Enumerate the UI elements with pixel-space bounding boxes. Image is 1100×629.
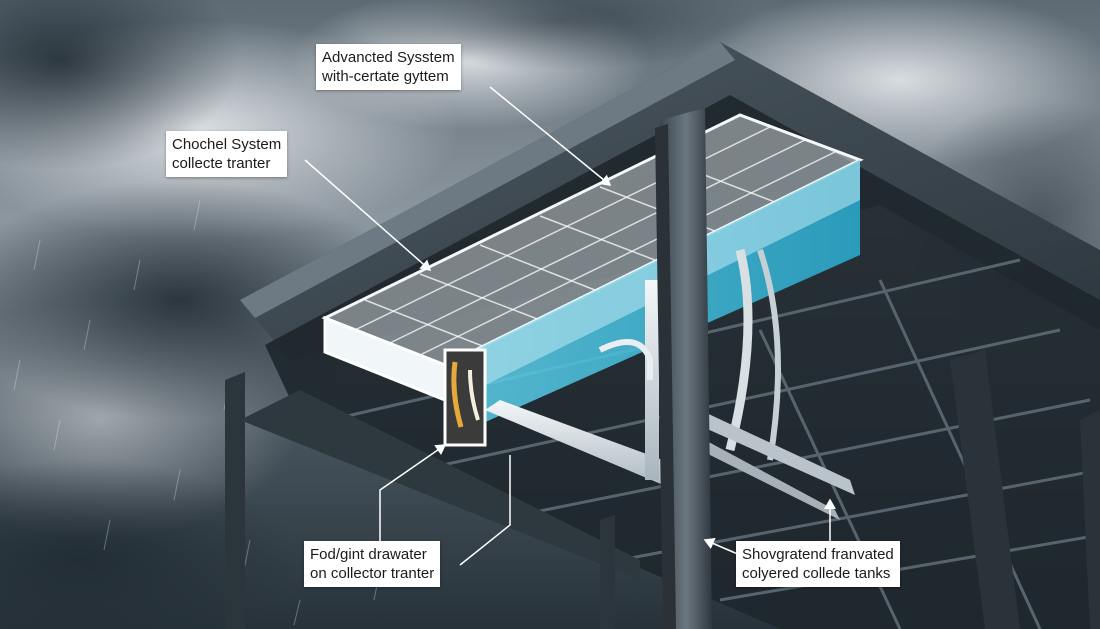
callout-line: on collector tranter [310,565,435,582]
callout-line: Fod/gint drawater [310,546,427,563]
callout-fod-drawater: Fod/gint drawater on collector tranter [304,541,441,587]
callout-advanced-system: Advancted Sysstem with-certate gyttem [316,44,461,90]
callout-line: Chochel System [172,136,282,153]
callout-line: with-certate gyttem [322,68,449,85]
callout-line: Advancted Sysstem [322,49,455,66]
callout-chochel-system: Chochel System collecte tranter [166,131,288,177]
callout-line: collecte tranter [172,155,271,172]
steel-column [655,108,712,629]
callout-line: Shovgratend franvated [742,546,894,563]
leader-lines [304,86,836,566]
callout-line: colyered collede tanks [742,565,891,582]
callout-shovgratend-tanks: Shovgratend franvated colyered collede t… [736,541,900,587]
back-frame [225,350,1100,629]
